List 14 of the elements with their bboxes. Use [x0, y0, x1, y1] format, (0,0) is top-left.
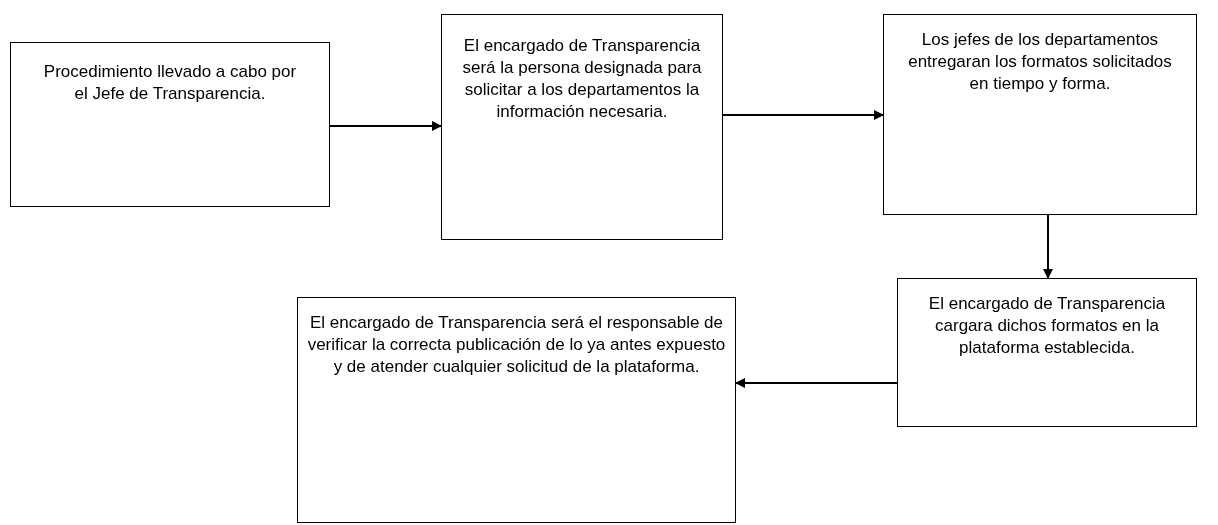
process-box	[883, 14, 1197, 215]
arrow	[1043, 214, 1053, 279]
process-box	[441, 14, 723, 240]
step-text: Los jefes de los departamentos entregaran los formatos solicitados en tiempo y forma.	[907, 29, 1173, 95]
arrow	[329, 121, 442, 131]
step-text: El encargado de Transparencia será la persona designada para solicitar a los departamentos la información necesaria.	[461, 35, 703, 123]
process-box	[297, 297, 736, 523]
arrow	[722, 110, 884, 120]
process-box	[10, 42, 330, 207]
step-text: Procedimiento llevado a cabo por el Jefe de Transparencia.	[42, 61, 298, 105]
arrow	[735, 378, 898, 388]
process-box	[897, 278, 1197, 427]
step-text: El encargado de Transparencia cargara dichos formatos en la plataforma establecida.	[927, 293, 1167, 359]
step-text: El encargado de Transparencia será el responsable de verificar la correcta publicación de lo ya antes expuesto y de atender cualquier solicitud de la plataforma.	[306, 312, 727, 378]
